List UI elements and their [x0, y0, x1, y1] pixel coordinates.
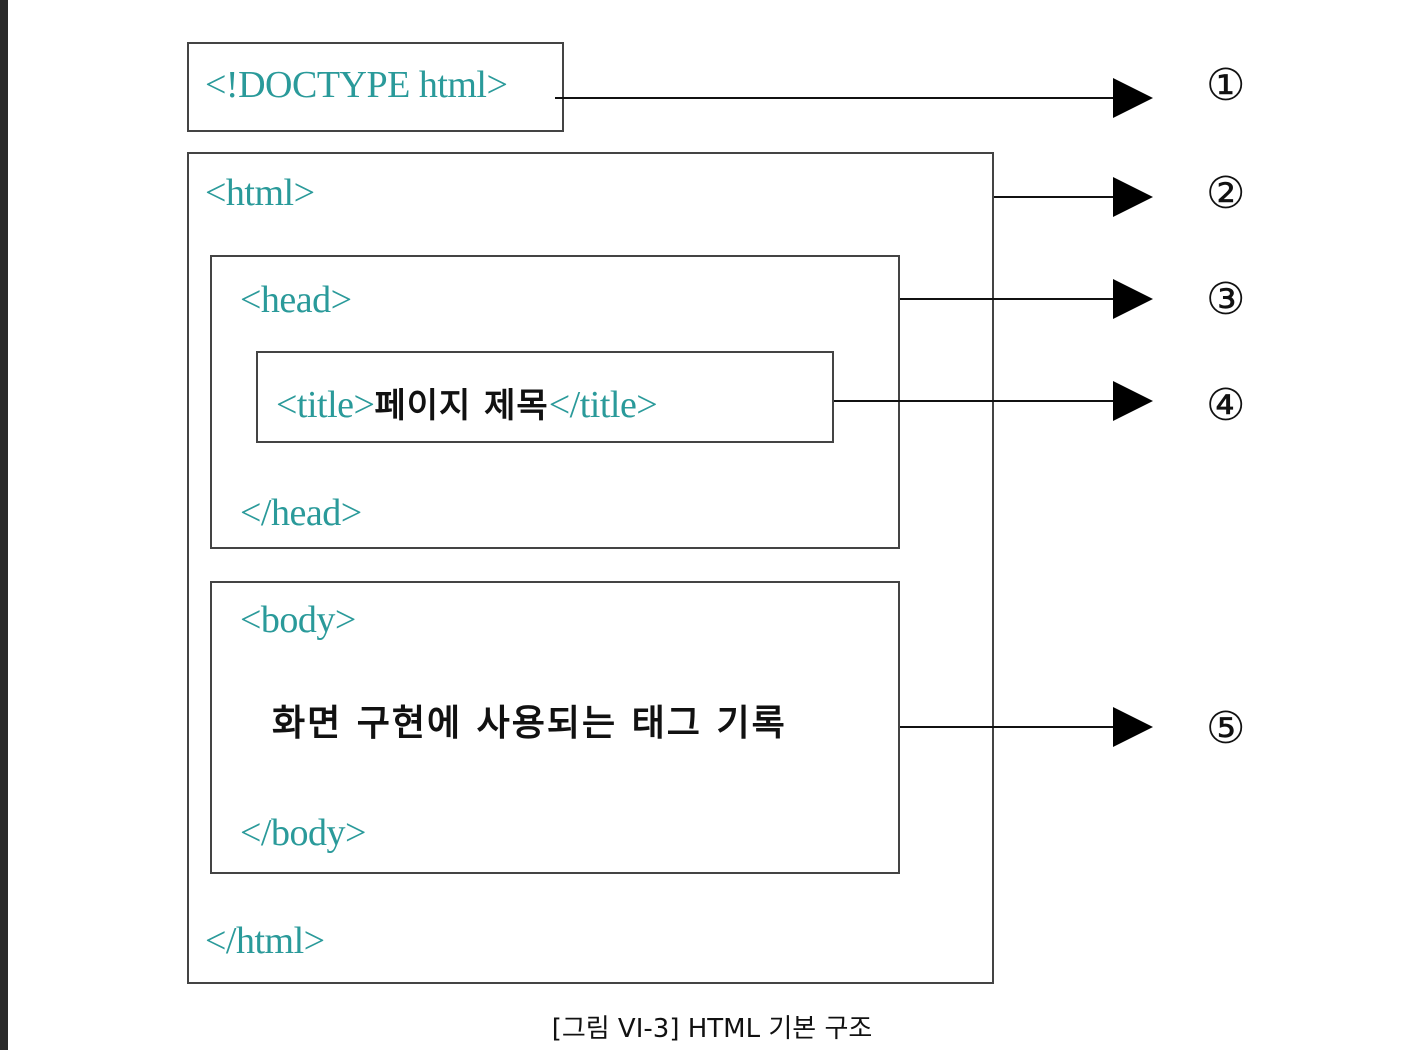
arrow-5-line [900, 726, 1120, 728]
doctype-tag: <!DOCTYPE html> [205, 64, 508, 106]
body-open-tag: <body> [240, 599, 356, 641]
title-box [256, 351, 834, 443]
figure-caption: [그림 VI-3] HTML 기본 구조 [551, 1014, 873, 1044]
label-2: ② [1206, 168, 1246, 219]
arrow-4-head [1113, 381, 1153, 421]
title-open-tag: <title> [276, 384, 375, 426]
title-close-tag: </title> [548, 384, 658, 426]
arrow-5-head [1113, 707, 1153, 747]
head-open-tag: <head> [240, 279, 352, 321]
label-3: ③ [1206, 274, 1246, 325]
body-box [210, 581, 900, 874]
arrow-2-head [1113, 177, 1153, 217]
doctype-box [187, 42, 564, 132]
html-box [187, 152, 994, 984]
label-1: ① [1206, 60, 1246, 111]
arrow-3-line [900, 298, 1120, 300]
title-text: 페이지 제목 [374, 386, 549, 426]
title-line: <title>페이지 제목</title> [276, 384, 658, 426]
arrow-1-head [1113, 78, 1153, 118]
head-close-tag: </head> [240, 492, 362, 534]
body-description: 화면 구현에 사용되는 태그 기록 [272, 703, 787, 744]
arrow-4-line [834, 400, 1120, 402]
window-edge [0, 0, 8, 1050]
body-close-tag: </body> [240, 812, 366, 854]
html-close-tag: </html> [205, 920, 325, 962]
arrow-3-head [1113, 279, 1153, 319]
head-box [210, 255, 900, 549]
arrow-2-line [994, 196, 1120, 198]
arrow-1-line [555, 97, 1120, 99]
label-5: ⑤ [1206, 703, 1246, 754]
html-open-tag: <html> [205, 172, 315, 214]
label-4: ④ [1206, 380, 1246, 431]
